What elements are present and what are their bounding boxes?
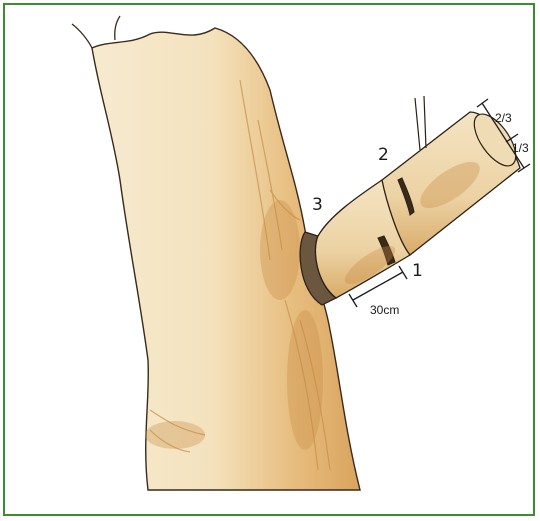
twig: [415, 96, 426, 150]
upper-fraction-label: 2/3: [495, 111, 512, 125]
cut-1-label: 1: [412, 261, 423, 281]
cut-2-label: 2: [378, 145, 389, 165]
distance-label: 30cm: [370, 303, 399, 317]
cut-3-label: 3: [312, 195, 323, 215]
lower-fraction-label: 1/3: [512, 141, 529, 155]
